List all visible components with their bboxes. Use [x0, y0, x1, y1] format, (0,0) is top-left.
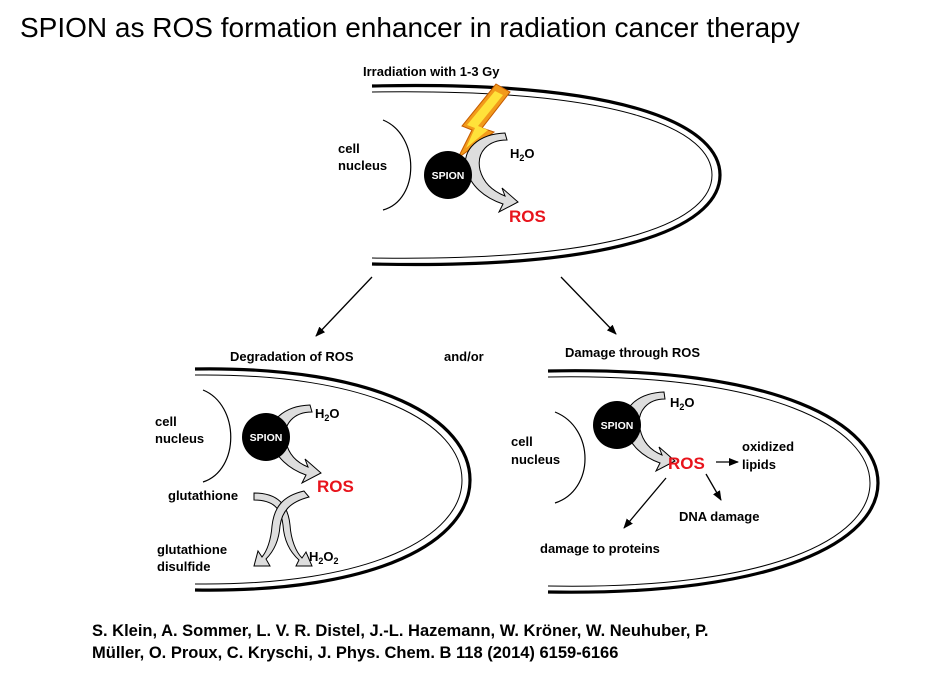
reference-line-1: S. Klein, A. Sommer, L. V. R. Distel, J.…	[92, 622, 709, 640]
right-cell-membrane	[547, 369, 880, 594]
irradiation-label: Irradiation with 1-3 Gy	[363, 64, 500, 79]
ros-reduction-arrow-icon	[253, 490, 310, 567]
left-ros-label: ROS	[317, 477, 354, 496]
top-panel: Irradiation with 1-3 Gy cell nucleus SPI…	[338, 64, 722, 267]
right-spion-particle	[593, 401, 641, 449]
left-water-label: H2O	[315, 406, 340, 423]
and-or-label: and/or	[444, 349, 484, 364]
left-spion-label: SPION	[250, 432, 283, 444]
slide-title: SPION as ROS formation enhancer in radia…	[20, 12, 800, 43]
right-spion-label: SPION	[601, 420, 634, 432]
right-cell-membrane-inner	[547, 376, 871, 587]
glutathione-disulfide-label-1: glutathione	[157, 542, 227, 557]
top-ros-label: ROS	[509, 207, 546, 226]
glutathione-label: glutathione	[168, 488, 238, 503]
top-water-arrow-icon	[464, 132, 519, 214]
reference-citation: S. Klein, A. Sommer, L. V. R. Distel, J.…	[92, 620, 932, 664]
oxidized-lipids-label-1: oxidized	[742, 439, 794, 454]
right-water-label: H2O	[670, 395, 695, 412]
damage-heading: Damage through ROS	[565, 345, 700, 360]
dna-damage-label: DNA damage	[679, 509, 759, 524]
left-nucleus-label-2: nucleus	[155, 431, 204, 446]
top-water-label: H2O	[510, 146, 535, 163]
top-spion-particle	[424, 151, 472, 199]
lightning-bolt-core	[466, 91, 503, 148]
left-cell-membrane	[194, 367, 472, 592]
glutathione-disulfide-label-2: disulfide	[157, 559, 210, 574]
arrow-to-dna	[705, 473, 722, 501]
degradation-heading: Degradation of ROS	[230, 349, 354, 364]
top-nucleus-label-2: nucleus	[338, 158, 387, 173]
right-nucleus-label-2: nucleus	[511, 452, 560, 467]
left-spion-particle	[242, 413, 290, 461]
arrow-to-degradation	[315, 276, 373, 337]
right-nucleus-label-1: cell	[511, 434, 533, 449]
top-nucleus-outline	[382, 119, 412, 211]
hydrogen-peroxide-label: H2O2	[309, 549, 339, 566]
arrow-to-proteins	[623, 477, 667, 529]
damage-to-proteins-label: damage to proteins	[540, 541, 660, 556]
top-nucleus-label-1: cell	[338, 141, 360, 156]
oxidized-lipids-label-2: lipids	[742, 457, 776, 472]
left-cell-membrane-inner	[194, 374, 463, 585]
left-nucleus-label-1: cell	[155, 414, 177, 429]
right-nucleus-outline	[554, 411, 586, 504]
right-ros-label: ROS	[668, 454, 705, 473]
top-cell-membrane-inner	[371, 91, 713, 259]
arrow-to-damage	[560, 276, 617, 335]
right-panel: cell nucleus SPION H2O ROS oxidized lipi…	[511, 369, 880, 594]
left-nucleus-outline	[202, 389, 232, 483]
top-cell-membrane	[371, 83, 722, 267]
left-panel: cell nucleus SPION H2O ROS glutathione g…	[155, 367, 472, 592]
top-spion-label: SPION	[432, 170, 465, 182]
reference-line-2: Müller, O. Proux, C. Kryschi, J. Phys. C…	[92, 644, 619, 662]
